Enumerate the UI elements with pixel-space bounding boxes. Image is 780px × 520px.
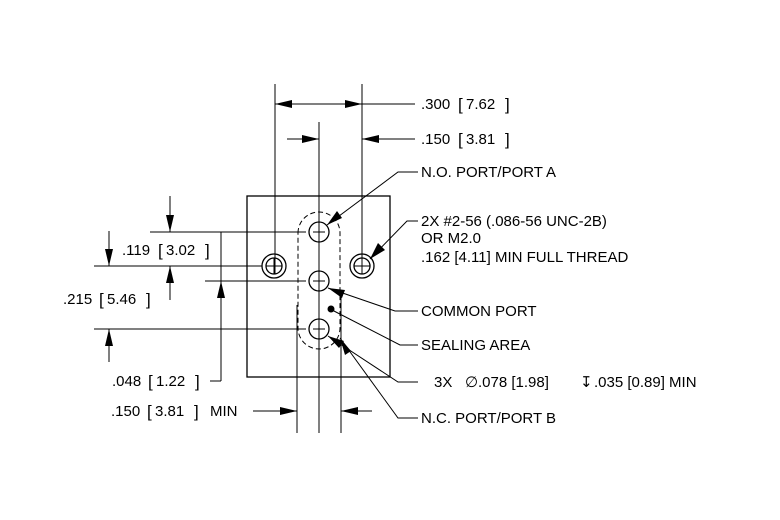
bracket-open: [ [148,372,153,391]
common-port-hole [308,270,330,292]
bracket-open: [ [99,290,104,309]
dim-sealing-width [253,407,372,415]
threaded-hole-right [349,253,375,279]
sealing-area-outline [297,211,341,350]
thread-label-line3: .162 [4.11] MIN FULL THREAD [421,249,628,266]
bracket-close: ] [195,372,200,391]
leader-nc-port [339,337,418,419]
bracket-close: ] [194,402,199,421]
bracket-open: [ [458,130,463,149]
dim-vertical-lower-inch: .215 [63,291,92,308]
bracket-close: ] [505,130,510,149]
dim-sealing-width-suffix: MIN [210,403,238,420]
dim-overall-spacing [275,100,415,108]
dim-overall-spacing-inch: .300 [421,96,450,113]
bracket-open: [ [147,402,152,421]
dim-half-spacing [287,135,415,143]
holes-depth-label: .035 [0.89] MIN [594,374,697,391]
nc-port-hole [308,318,330,340]
thread-label-line1: 2X #2-56 (.086-56 UNC-2B) [421,213,607,230]
dim-vertical-upper-mm: 3.02 [166,242,195,259]
sealing-area-label: SEALING AREA [421,337,530,354]
bracket-close: ] [205,241,210,260]
sealing-area-dot [327,305,335,313]
leader-no-port [326,171,418,226]
leader-threaded [369,220,418,260]
dim-sealing-width-inch: .150 [111,403,140,420]
bracket-close: ] [146,290,151,309]
center-lines [274,84,363,433]
holes-count-label: 3X [434,374,452,391]
depth-symbol: ↧ [580,374,593,391]
leader-sealing-area [331,309,418,346]
threaded-hole-left [261,253,287,279]
dim-half-spacing-mm: 3.81 [466,131,495,148]
nc-port-label: N.C. PORT/PORT B [421,410,556,427]
bracket-open: [ [458,95,463,114]
thread-label-line2: OR M2.0 [421,230,481,247]
leader-holes [327,335,418,383]
diameter-symbol: ∅ [465,374,478,391]
dim-half-spacing-inch: .150 [421,131,450,148]
dim-vertical-upper-inch: .119 [122,242,150,259]
leader-common-port [327,287,418,312]
holes-diameter-label: .078 [1.98] [478,374,549,391]
dim-edge-offset-inch: .048 [112,373,141,390]
no-port-label: N.O. PORT/PORT A [421,164,556,181]
dim-vertical-lower-mm: 5.46 [107,291,136,308]
dim-sealing-width-mm: 3.81 [155,403,184,420]
bracket-close: ] [505,95,510,114]
dim-edge-offset-mm: 1.22 [156,373,185,390]
no-port-hole [308,221,330,243]
bracket-open: [ [158,241,163,260]
dim-overall-spacing-mm: 7.62 [466,96,495,113]
vertical-dimension-lines [94,196,306,382]
common-port-label: COMMON PORT [421,303,537,320]
